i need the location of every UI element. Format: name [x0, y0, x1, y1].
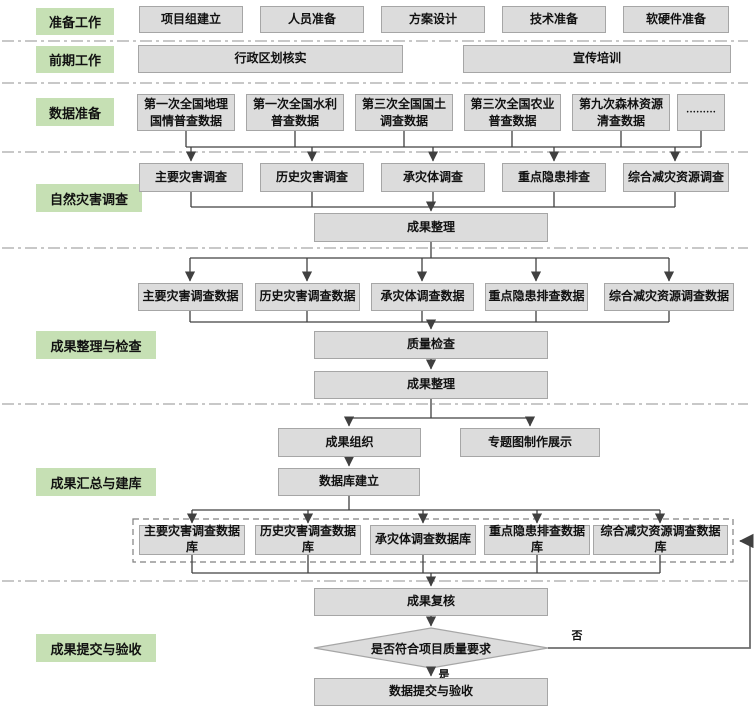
connectors-databases-to-review [191, 555, 661, 587]
database-group-dashed-border [132, 518, 734, 563]
side-label-data-preparation: 数据准备 [36, 98, 114, 126]
decision-quality-requirement: 是否符合项目质量要求 [370, 641, 491, 656]
node-personnel-prep: 人员准备 [260, 6, 364, 33]
edge-label-no: 否 [571, 630, 583, 642]
node-result-arrangement-1: 成果整理 [314, 213, 548, 242]
side-label-disaster-survey: 自然灾害调查 [36, 184, 142, 212]
node-mitigation-resource-survey: 综合减灾资源调查 [623, 163, 729, 192]
node-plan-design: 方案设计 [381, 6, 485, 33]
node-historical-disaster-survey-data: 历史灾害调查数据 [255, 283, 360, 311]
node-land-survey-data: 第三次全国国土调查数据 [355, 94, 453, 131]
node-main-disaster-database: 主要灾害调查数据库 [139, 524, 245, 555]
feedback-loop-line [548, 533, 754, 649]
node-result-recheck: 成果复核 [314, 588, 548, 616]
node-database-establishment: 数据库建立 [278, 468, 420, 496]
node-technical-prep: 技术准备 [502, 6, 606, 33]
node-key-hidden-danger-check: 重点隐患排查 [502, 163, 606, 192]
side-label-result-check: 成果整理与检查 [36, 331, 156, 359]
side-label-result-database: 成果汇总与建库 [36, 468, 156, 496]
connectors-merge2-split [343, 399, 536, 467]
node-main-disaster-survey-data: 主要灾害调查数据 [138, 283, 243, 311]
connectors-build-to-databases [186, 496, 666, 524]
node-result-arrangement-2: 成果整理 [314, 371, 548, 399]
node-project-team-setup: 项目组建立 [139, 6, 243, 33]
node-mitigation-resource-database: 综合减灾资源调查数据库 [593, 524, 728, 555]
node-main-disaster-survey: 主要灾害调查 [139, 163, 243, 192]
node-hidden-danger-database: 重点隐患排查数据库 [484, 524, 590, 555]
node-result-organization: 成果组织 [278, 428, 421, 457]
node-data-submission-acceptance: 数据提交与验收 [314, 678, 548, 706]
side-label-submit-acceptance: 成果提交与验收 [36, 634, 156, 662]
node-hazard-bearing-body-survey: 承灾体调查 [381, 163, 485, 192]
connectors-surveydata-to-quality [189, 311, 670, 370]
node-admin-division-verify: 行政区划核实 [138, 45, 403, 73]
node-agri-census-data: 第三次全国农业普查数据 [464, 94, 561, 131]
node-hazard-bearing-body-survey-data: 承灾体调查数据 [371, 283, 474, 311]
connectors-data-to-survey [185, 131, 702, 162]
node-mitigation-resource-survey-data: 综合减灾资源调查数据 [604, 283, 734, 311]
section-separator-lines [2, 40, 748, 582]
connectors-review-decision [313, 616, 549, 677]
connectors-survey-to-merge [190, 192, 676, 212]
node-historical-disaster-database: 历史灾害调查数据库 [255, 524, 361, 555]
node-more-data-ellipsis: ········· [677, 94, 725, 131]
node-geo-census-data: 第一次全国地理国情普查数据 [137, 94, 235, 131]
node-publicity-training: 宣传培训 [463, 45, 731, 73]
side-label-preparation: 准备工作 [36, 8, 114, 35]
node-historical-disaster-survey: 历史灾害调查 [260, 163, 364, 192]
edge-label-yes: 是 [438, 669, 450, 681]
node-quality-check: 质量检查 [314, 331, 548, 359]
node-hazard-bearing-body-database: 承灾体调查数据库 [370, 525, 476, 555]
side-label-early-stage: 前期工作 [36, 46, 114, 73]
connectors-merge-to-surveydata [184, 242, 675, 282]
node-water-census-data: 第一次全国水利普查数据 [246, 94, 344, 131]
node-software-hardware-prep: 软硬件准备 [623, 6, 729, 33]
node-thematic-map-display: 专题图制作展示 [460, 428, 600, 457]
node-forest-inventory-data: 第九次森林资源清查数据 [572, 94, 670, 131]
node-hidden-danger-check-data: 重点隐患排查数据 [485, 283, 588, 311]
